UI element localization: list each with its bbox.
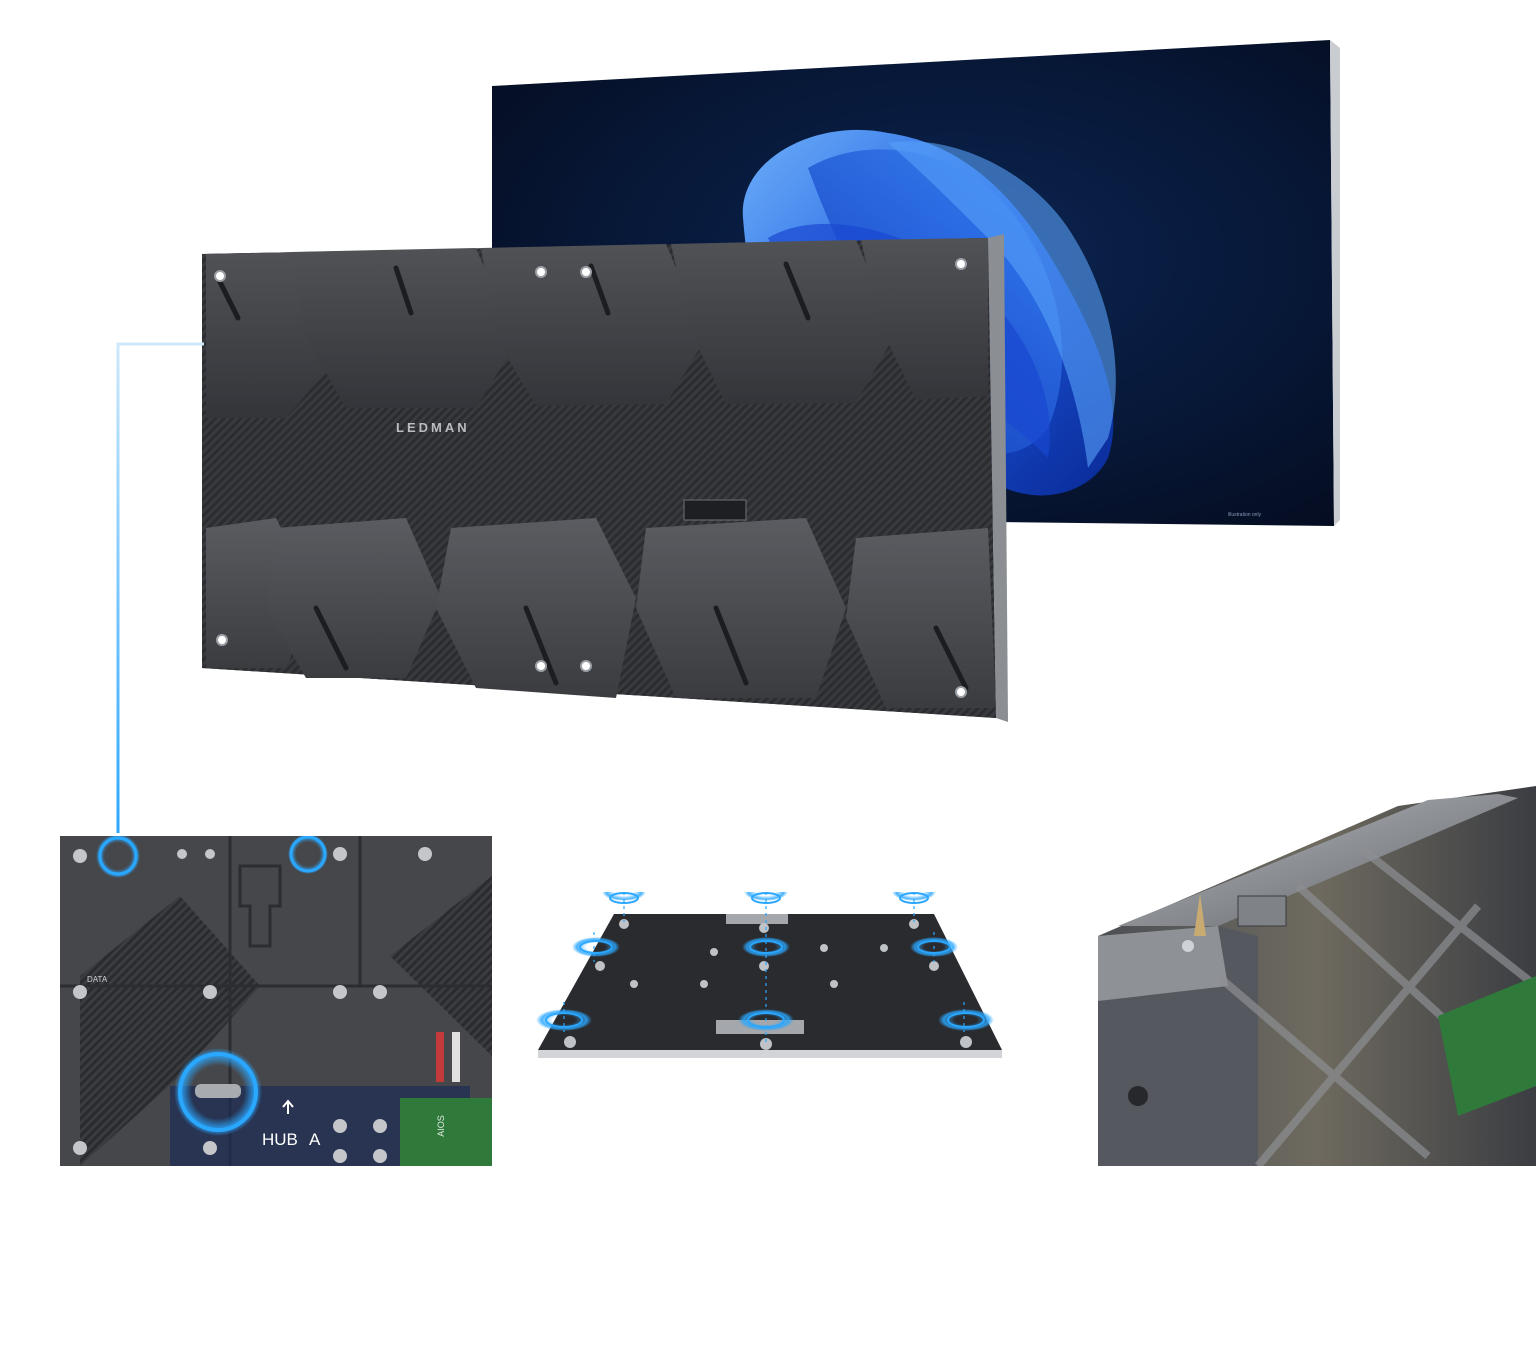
top-hex-plates bbox=[206, 238, 988, 418]
pcb-board-label: AIOS bbox=[435, 1115, 446, 1137]
data-port-label: DATA bbox=[87, 975, 108, 984]
svg-text:illustration only: illustration only bbox=[1228, 512, 1262, 518]
cabinet-back-panel: LEDMAN bbox=[202, 234, 1008, 722]
highlight-ring-top-right bbox=[288, 836, 328, 874]
highlight-ring-top-left bbox=[96, 836, 140, 878]
module-back-detail: DATA HUB A AIOS bbox=[60, 836, 492, 1166]
hub-port-label: A bbox=[309, 1130, 321, 1149]
led-module-plate bbox=[536, 892, 1002, 1058]
cabinet-corner-cutaway bbox=[1098, 786, 1536, 1166]
callout-connector-line bbox=[116, 342, 204, 833]
hub-label: HUB bbox=[262, 1130, 298, 1149]
bottom-hex-plates bbox=[206, 518, 996, 708]
brand-logo-text: LEDMAN bbox=[396, 420, 470, 435]
